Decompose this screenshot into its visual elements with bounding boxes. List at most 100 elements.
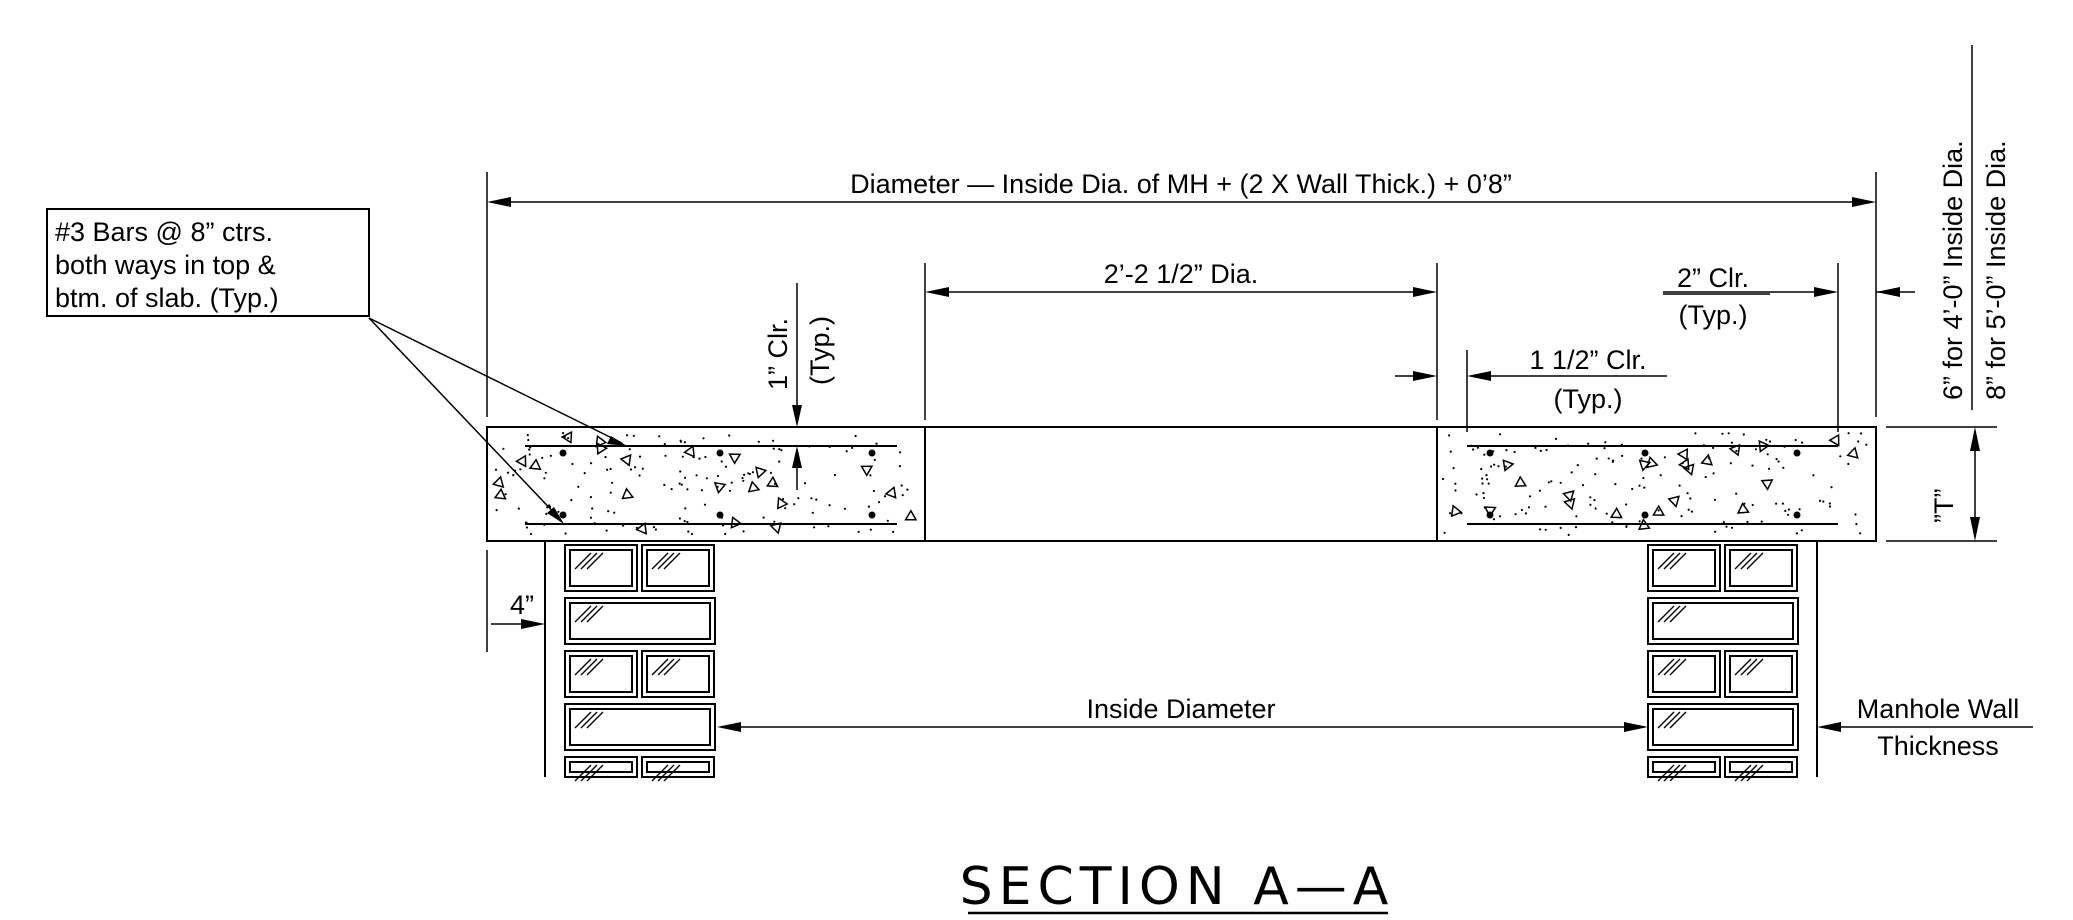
stipple-dot xyxy=(1775,458,1778,461)
cover-clear-label: 1” Clr. xyxy=(763,318,793,390)
stipple-dot xyxy=(611,481,614,484)
brick-hatch xyxy=(1657,711,1675,729)
aggregate-mark xyxy=(515,454,527,468)
stipple-dot xyxy=(724,532,727,536)
stipple-dot xyxy=(634,466,637,469)
stipple-dot xyxy=(683,520,686,523)
brick-hatch xyxy=(663,658,681,676)
stipple-dot xyxy=(690,532,694,536)
stipple-dot xyxy=(1443,531,1446,534)
brick-hatch xyxy=(580,711,598,729)
stipple-dot xyxy=(1527,506,1531,509)
stipple-dot xyxy=(869,528,872,531)
stipple-dot xyxy=(1725,525,1728,528)
stipple-dot xyxy=(1765,438,1768,441)
aggregate-mark xyxy=(493,487,507,500)
left-slab xyxy=(486,426,926,542)
stipple-dot xyxy=(1528,495,1532,498)
rebar-dots-left xyxy=(559,449,876,519)
stipple-dot xyxy=(730,481,733,484)
stipple-dot xyxy=(519,468,522,471)
stipple-dot xyxy=(1505,449,1508,452)
stipple-dot xyxy=(641,467,644,470)
brick-hatch xyxy=(580,552,598,570)
stipple-dot xyxy=(1504,465,1507,468)
stipple-dot xyxy=(1746,520,1749,524)
stipple-dot xyxy=(670,488,673,491)
two-inch-clear-typ-label: (Typ.) xyxy=(1678,300,1747,330)
stipple-dot xyxy=(1859,432,1863,435)
stipple-dot xyxy=(720,460,723,463)
stipple-dot xyxy=(629,468,633,471)
stipple-dot xyxy=(1576,464,1579,467)
stipple-dot xyxy=(589,496,593,499)
stipple-dot xyxy=(1514,513,1517,516)
aggregate-mark xyxy=(491,475,505,489)
brick-inner xyxy=(569,708,711,746)
stipple-dot xyxy=(1839,455,1842,458)
stipple-dot xyxy=(854,434,857,438)
aggregate-mark xyxy=(713,481,727,495)
stipple-dot xyxy=(1854,513,1857,516)
slab-thickness-dimension xyxy=(1886,45,1997,542)
stipple-dot xyxy=(906,488,909,491)
stipple-dot xyxy=(1605,512,1608,515)
stipple-dot xyxy=(1538,489,1541,492)
brick-hatch xyxy=(1669,658,1687,676)
aggregate-mark xyxy=(860,465,874,477)
aggregate-mark xyxy=(1646,455,1659,469)
stipple-dot xyxy=(1686,492,1689,495)
stipple-dot xyxy=(751,471,755,474)
stipple-dot xyxy=(1481,477,1484,480)
offset-label: 4” xyxy=(510,590,534,620)
stipple-dot xyxy=(613,511,616,514)
stipple-dot xyxy=(803,482,807,485)
stipple-dot xyxy=(772,439,775,442)
stipple-dot xyxy=(1768,467,1771,470)
overall-diameter-label: Diameter — Inside Dia. of MH + (2 X Wall… xyxy=(850,169,1512,199)
brick-hatch xyxy=(1740,658,1758,676)
aggregate-mark xyxy=(754,466,768,480)
stipple-dot xyxy=(1859,532,1862,535)
aggregate-mark xyxy=(1667,495,1680,508)
stipple-dot xyxy=(1742,433,1745,436)
stipple-dot xyxy=(1607,457,1610,460)
brick-inner xyxy=(646,655,710,693)
stipple-dot xyxy=(567,437,570,440)
stipple-dot xyxy=(1818,499,1822,502)
aggregate-mark xyxy=(776,496,789,510)
stipple-dot xyxy=(728,489,732,492)
stipple-dot xyxy=(1795,532,1798,535)
stipple-dot xyxy=(632,434,635,437)
stipple-dot xyxy=(1638,484,1641,487)
brick-hatch xyxy=(1669,764,1687,782)
stipple-dot xyxy=(548,504,551,507)
stipple-dot xyxy=(1611,459,1615,462)
stipple-dot xyxy=(1784,509,1787,512)
stipple-dot xyxy=(1594,473,1597,476)
brick-hatch xyxy=(1657,605,1675,623)
brick-hatch xyxy=(1746,552,1764,570)
stipple-dot xyxy=(1830,486,1833,489)
stipple-dot xyxy=(628,448,631,451)
stipple-dot xyxy=(495,509,498,512)
rebar-note: #3 Bars @ 8” ctrs. both ways in top & bt… xyxy=(46,208,627,524)
brick-hatch xyxy=(663,552,681,570)
stipple-dot xyxy=(1449,512,1452,515)
brick-inner xyxy=(569,602,711,640)
stipple-dot xyxy=(778,460,781,463)
stipple-dot xyxy=(1570,471,1573,474)
stipple-dot xyxy=(684,507,687,510)
brick-hatch xyxy=(574,711,592,729)
stipple-dot xyxy=(716,474,720,478)
stipple-dot xyxy=(872,489,876,493)
stipple-dot xyxy=(1730,441,1733,444)
brick-hatch xyxy=(1663,711,1681,729)
stipple-dot xyxy=(678,517,682,520)
stipple-dot xyxy=(742,530,745,533)
stipple-dot xyxy=(1614,483,1617,486)
aggregate-mark xyxy=(1677,457,1690,471)
stipple-dot xyxy=(528,453,531,456)
stipple-dot xyxy=(793,503,796,506)
